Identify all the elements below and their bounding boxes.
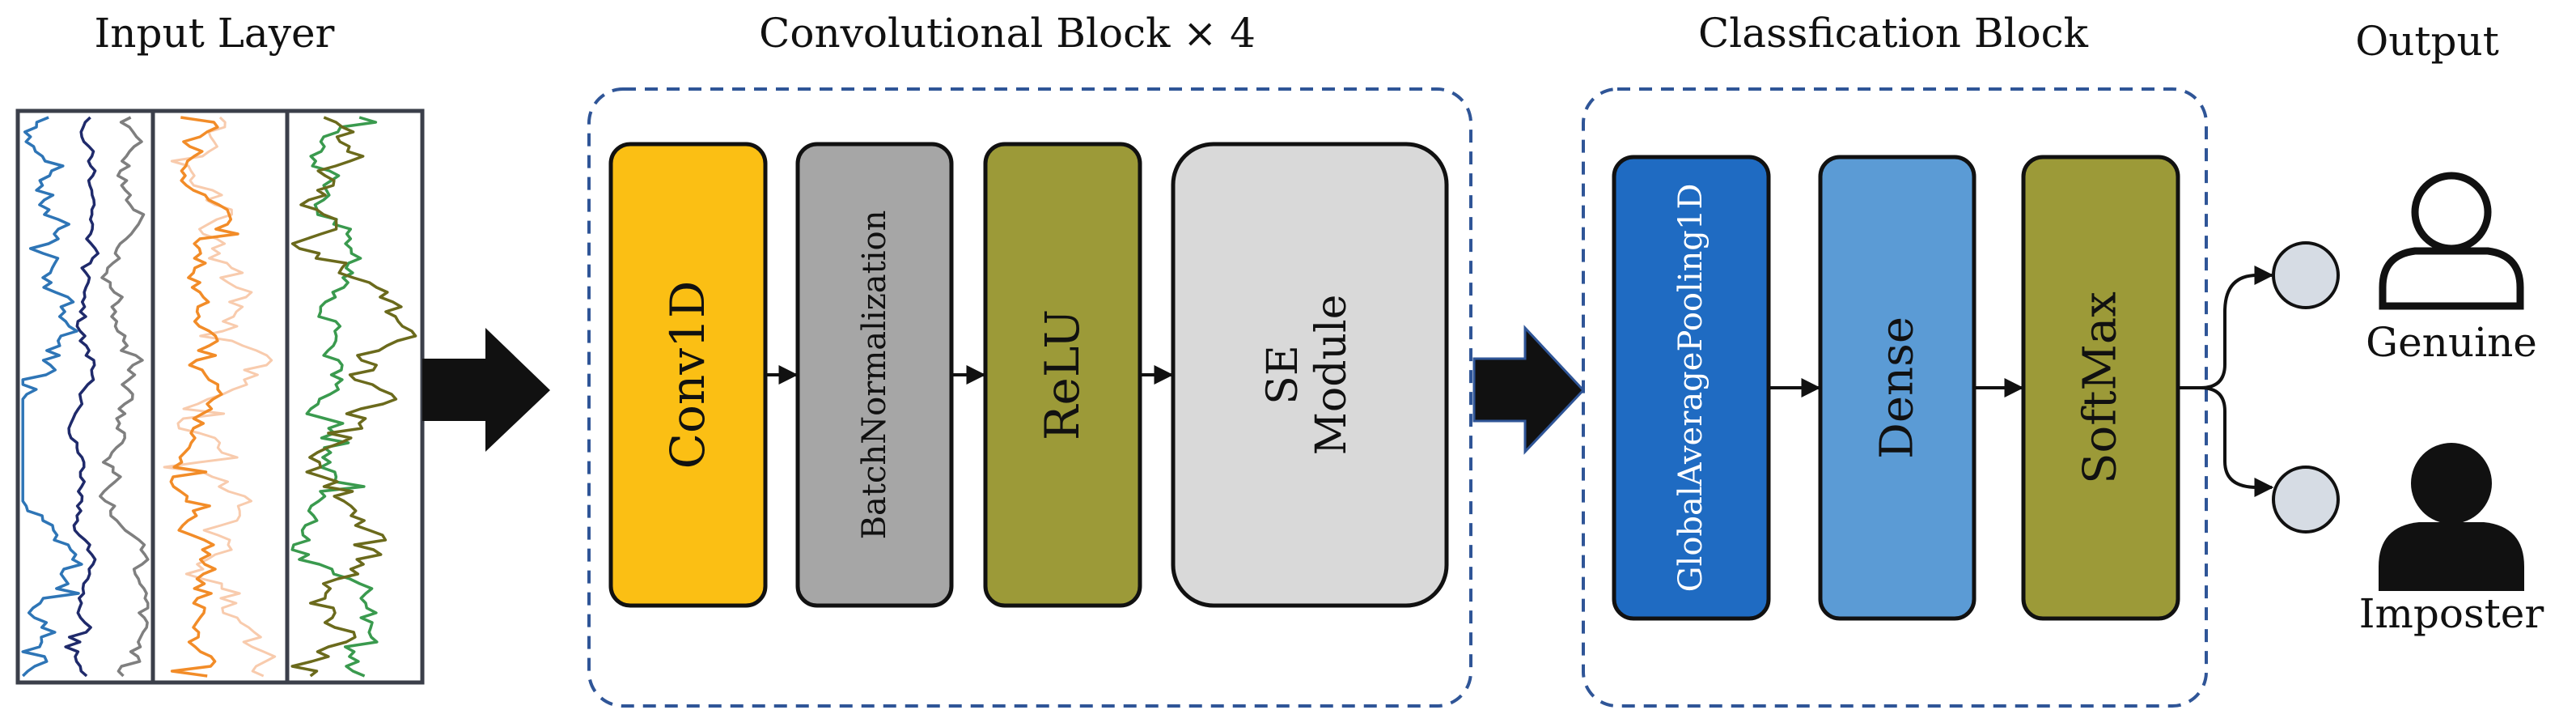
output-node-imposter — [2272, 466, 2340, 534]
class-block-frame — [1582, 87, 2208, 708]
output-node-genuine — [2272, 241, 2340, 309]
heading-input-layer: Input Layer — [95, 10, 335, 57]
signal-trace — [169, 116, 239, 678]
signal-trace — [64, 116, 100, 678]
big-arrow-conv — [1472, 325, 1586, 455]
imposter-person-icon — [2379, 443, 2524, 591]
input-signals — [21, 116, 417, 678]
batchnorm-label: BatchNormalization — [856, 210, 893, 540]
heading-output: Output — [2355, 18, 2499, 65]
signal-trace — [99, 116, 150, 678]
heading-class-block: Classfication Block — [1698, 10, 2089, 57]
output-branch-arrows — [2178, 266, 2274, 497]
se-module-label-line1: SE — [1259, 345, 1307, 405]
output-genuine-label: Genuine — [2366, 319, 2537, 366]
heading-conv-block: Convolutional Block × 4 — [759, 10, 1256, 57]
dense-label: Dense — [1871, 317, 1924, 459]
relu-label: ReLU — [1035, 309, 1090, 440]
conv-block-frame — [587, 87, 1472, 708]
softmax-label: SoftMax — [2074, 291, 2127, 484]
big-arrow-input — [422, 328, 550, 452]
genuine-person-icon — [2379, 172, 2524, 310]
se-module-label-line2: Module — [1307, 295, 1356, 456]
conv1d-label: Conv1D — [660, 281, 715, 470]
gap-label: GlobalAveragePooling1D — [1672, 184, 1710, 593]
input-signal-panels — [15, 108, 425, 685]
signal-trace — [290, 116, 417, 678]
output-imposter-label: Imposter — [2359, 590, 2544, 637]
signal-trace — [21, 116, 83, 678]
